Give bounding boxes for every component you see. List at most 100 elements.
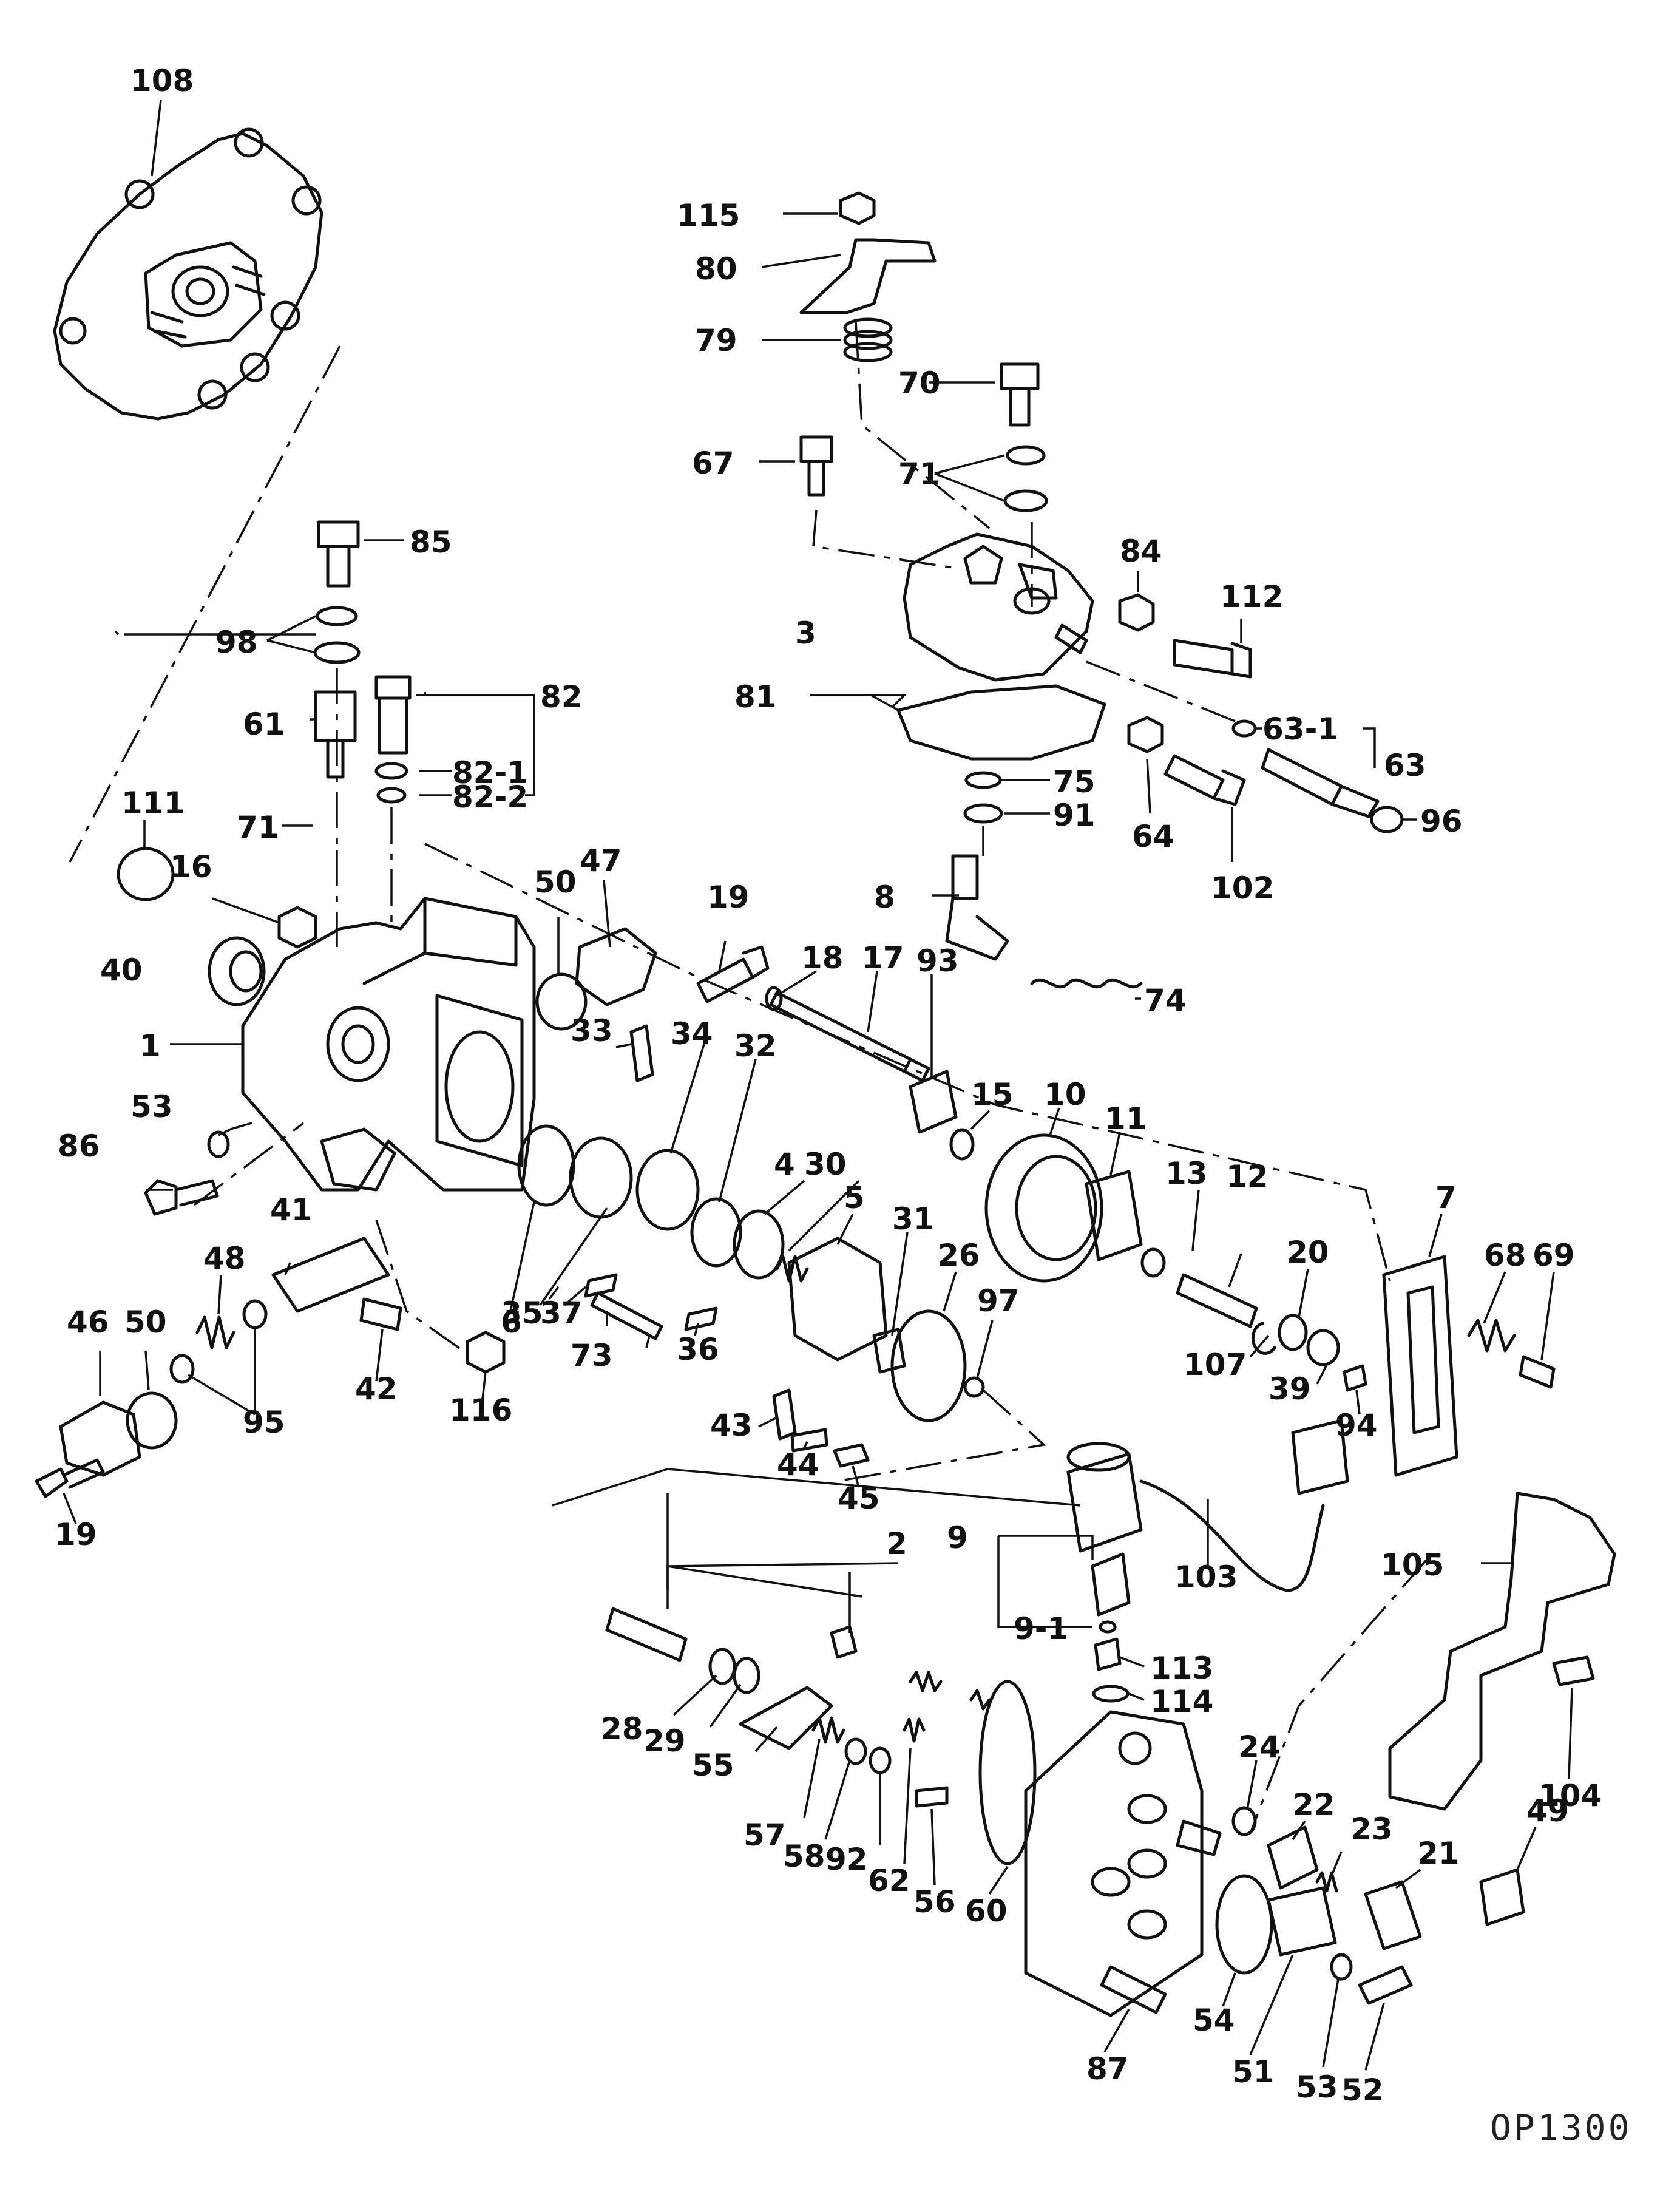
ring-39 [1306, 1329, 1340, 1366]
fitting-21 [1364, 1880, 1422, 1950]
callout-12: 12 [1226, 1159, 1268, 1194]
callout-55: 55 [692, 1748, 734, 1783]
callout-3: 3 [795, 616, 816, 651]
washer-95-left [169, 1354, 195, 1384]
callout-107: 107 [1184, 1347, 1247, 1382]
callout-81: 81 [734, 679, 777, 715]
callout-26: 26 [938, 1238, 980, 1273]
callout-42: 42 [355, 1371, 398, 1407]
callout-19-upper: 19 [707, 880, 750, 915]
callout-62: 62 [868, 1863, 910, 1898]
callout-7: 7 [1435, 1180, 1457, 1215]
plate-4 [733, 1209, 785, 1280]
bracket-80 [799, 238, 937, 314]
callout-35: 35 [501, 1295, 543, 1331]
cover-46 [59, 1400, 141, 1477]
bolt-67 [799, 435, 833, 497]
oring-75 [964, 771, 1002, 789]
bolt-87 [1100, 1965, 1167, 2014]
bolt-73 [590, 1291, 663, 1340]
callout-44: 44 [777, 1447, 819, 1482]
washer-95-right [242, 1299, 268, 1329]
callout-92: 92 [825, 1842, 868, 1877]
piston-12 [1176, 1273, 1258, 1328]
spring-62 [903, 1717, 926, 1743]
callout-93: 93 [916, 943, 959, 979]
shaft-17 [769, 991, 930, 1082]
callout-48: 48 [203, 1241, 246, 1276]
oring-54 [1215, 1874, 1273, 1975]
washer-58 [844, 1737, 867, 1765]
nut-116 [466, 1331, 506, 1374]
oring-82-2 [376, 787, 407, 804]
callout-37: 37 [540, 1295, 583, 1331]
callout-108: 108 [130, 63, 194, 98]
callout-82-2: 82-2 [452, 779, 528, 815]
block-11 [1085, 1170, 1143, 1261]
bolt-70 [1000, 362, 1040, 427]
pin-44 [790, 1428, 828, 1453]
callout-75: 75 [1053, 764, 1096, 799]
solenoid-103 [1066, 1419, 1349, 1592]
callout-71-upper: 71 [898, 457, 941, 492]
pin-43 [772, 1388, 797, 1441]
callout-85: 85 [410, 524, 452, 560]
cam-ring-10 [984, 1133, 1103, 1283]
callout-61: 61 [243, 707, 285, 742]
washer-92 [869, 1746, 892, 1774]
bracket-105 [1388, 1492, 1616, 1811]
spring-30 [775, 1255, 809, 1283]
washer-98-upper [316, 606, 358, 626]
bolt-102 [1163, 754, 1246, 806]
callout-104: 104 [1539, 1778, 1602, 1813]
callout-56: 56 [913, 1884, 956, 1920]
cap-96 [1370, 806, 1404, 833]
callout-21: 21 [1417, 1836, 1460, 1871]
callout-53-upper: 53 [130, 1089, 173, 1124]
callout-9-1: 9-1 [1014, 1611, 1068, 1646]
callout-84: 84 [1120, 534, 1162, 569]
nut-16 [277, 906, 317, 949]
callout-49: 49 [1526, 1793, 1569, 1828]
key-36 [684, 1306, 718, 1331]
callout-20: 20 [1287, 1235, 1329, 1270]
assembly-centerlines [69, 321, 1428, 1834]
callout-8: 8 [874, 880, 895, 915]
washer-114 [1092, 1685, 1130, 1703]
oring-50-upper [535, 972, 588, 1031]
callout-39: 39 [1268, 1371, 1311, 1407]
valve-82 [374, 675, 412, 755]
valve-22 [1267, 1825, 1319, 1890]
callout-63-1: 63-1 [1262, 711, 1338, 747]
callout-29: 29 [643, 1723, 686, 1759]
callout-70: 70 [898, 365, 941, 401]
callout-105: 105 [1381, 1547, 1444, 1583]
plate-47 [575, 927, 657, 1006]
callout-111: 111 [121, 786, 185, 821]
washer-29 [733, 1657, 760, 1694]
callout-50-lower: 50 [124, 1305, 167, 1340]
callout-63: 63 [1384, 748, 1426, 783]
callout-87: 87 [1086, 2051, 1129, 2086]
leader-lines [63, 100, 1573, 2071]
sleeve-41 [271, 1237, 390, 1313]
bolt-69 [1519, 1355, 1556, 1389]
callout-79: 79 [695, 323, 737, 358]
callout-45: 45 [838, 1481, 880, 1516]
bracket-7 [1382, 1255, 1458, 1477]
callout-91: 91 [1053, 798, 1096, 833]
bolt-85 [317, 520, 360, 588]
bushing [830, 1625, 858, 1659]
washer-71-lower [1003, 489, 1048, 512]
callout-53-lower: 53 [1296, 2069, 1338, 2105]
callout-54: 54 [1193, 2003, 1235, 2038]
callout-34: 34 [671, 1016, 713, 1051]
key-33 [629, 1024, 654, 1082]
disc-35 [569, 1136, 633, 1219]
plug-51 [1267, 1886, 1337, 1957]
gear-34 [635, 1149, 700, 1231]
callout-19-lower: 19 [55, 1517, 97, 1552]
callout-5: 5 [844, 1180, 865, 1215]
callout-4: 4 [774, 1147, 795, 1182]
callout-labels: 108 115 80 79 70 67 71 85 84 112 98 3 82… [55, 63, 1602, 2108]
